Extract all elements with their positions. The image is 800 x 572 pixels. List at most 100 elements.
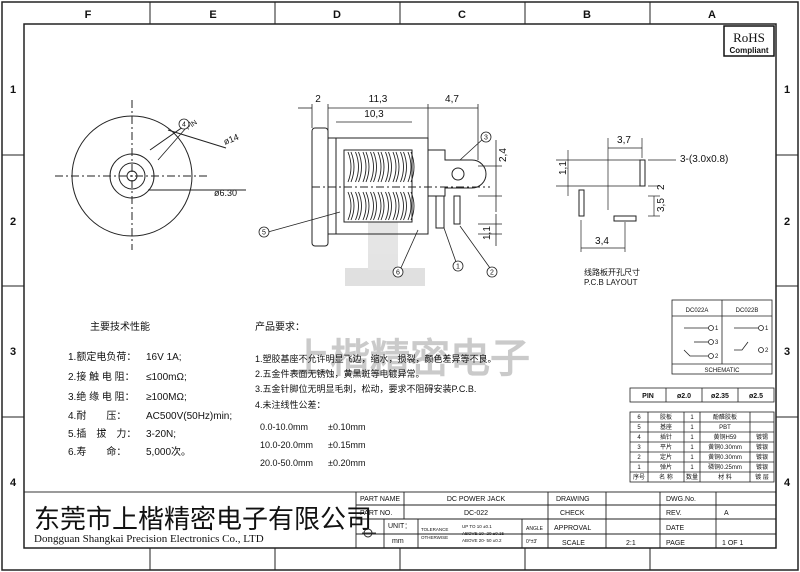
zone-rows: 1 2 3 4 1 2 3 4 bbox=[10, 84, 791, 489]
bom-cell: 1 bbox=[690, 415, 694, 421]
spring-coils bbox=[347, 151, 415, 221]
company-en: Dongguan Shangkai Precision Electronics … bbox=[34, 533, 264, 545]
spring-coil bbox=[370, 191, 377, 221]
bom-cell: 黄铜0.30mm bbox=[708, 453, 742, 461]
date-label: DATE bbox=[666, 525, 684, 532]
bom-header-cell: 序号 bbox=[633, 473, 645, 481]
company-cn: 东莞市上楷精密电子有限公司 bbox=[34, 505, 372, 534]
title-block bbox=[23, 491, 777, 549]
bom-cell: 插针 bbox=[660, 433, 672, 441]
specs: 主要技术性能 1.额定电负荷： 16V 1A; 2.接 触 电 阻： ≤100m… bbox=[68, 320, 232, 458]
dim-phi630: ø6.30 bbox=[214, 188, 237, 198]
zone-col: A bbox=[708, 9, 716, 21]
bom-cell: 黄铜H59 bbox=[713, 433, 737, 441]
part-no: DC-022 bbox=[464, 510, 488, 517]
reqs-title: 产品要求： bbox=[255, 320, 305, 333]
pin-header: PIN bbox=[642, 393, 654, 400]
title-text: 东莞市上楷精密电子有限公司 Dongguan Shangkai Precisio… bbox=[34, 496, 744, 547]
tol-range: 20.0-50.0mm bbox=[260, 458, 313, 468]
spring-coil bbox=[400, 151, 407, 183]
dim-1-1: 1,1 bbox=[482, 226, 493, 240]
pcb-holes: 3-(3.0x0.8) bbox=[680, 154, 728, 165]
dim-11-3: 11,3 bbox=[369, 94, 388, 105]
req-item: 2.五金件表面无锈蚀，黄黑斑等电镀异常。 bbox=[255, 368, 425, 379]
balloon-2 bbox=[486, 266, 498, 278]
zone-col: F bbox=[85, 9, 92, 21]
bom-cell: 1 bbox=[690, 465, 694, 471]
schematic-pin: 2 bbox=[715, 354, 719, 360]
balloon-3 bbox=[480, 131, 492, 143]
spec-value: 5,000次。 bbox=[146, 445, 191, 458]
pcb-layout-en: P.C.B LAYOUT bbox=[584, 278, 638, 287]
spring-coil bbox=[392, 151, 400, 183]
pin-header: ø2.5 bbox=[749, 393, 763, 400]
side-dimensions bbox=[298, 104, 502, 246]
zone-row: 2 bbox=[784, 216, 790, 228]
bom-cell: 镀银 bbox=[756, 463, 768, 471]
requirements: 产品要求： 1.塑胶基座不允许明显飞边，缩水，损裂，颜色差异等不良。 2.五金件… bbox=[255, 320, 497, 468]
rev-label: REV. bbox=[666, 510, 682, 517]
specs-title: 主要技术性能 bbox=[90, 320, 150, 333]
bom-cell: 1 bbox=[690, 455, 694, 461]
zone-col: C bbox=[458, 9, 466, 21]
pcb-layout bbox=[556, 138, 676, 252]
bom-header-cell: 材 料 bbox=[718, 473, 732, 481]
bom-cell: PBT bbox=[719, 425, 731, 431]
bom-cell: 6 bbox=[637, 415, 641, 421]
spring-coil bbox=[362, 191, 370, 221]
bom-header-cell: 数量 bbox=[686, 473, 698, 481]
bom-cell: 镀银 bbox=[756, 443, 768, 451]
tol-value: ±0.10mm bbox=[328, 422, 365, 432]
watermark-text: 上楷精密电子 bbox=[290, 337, 530, 381]
spec-value: AC500V(50Hz)min; bbox=[146, 411, 232, 422]
tolerance-label: TOLERANCE bbox=[421, 527, 448, 532]
schematic-a: DC022A bbox=[686, 308, 709, 314]
spring-coil bbox=[407, 191, 415, 221]
tol-line: UP TO 10 ±0.1 bbox=[462, 524, 492, 529]
balloon-label: 3 bbox=[484, 135, 488, 142]
pin-table bbox=[629, 387, 775, 403]
zone-col: E bbox=[209, 9, 216, 21]
spec-label: 5.插 拔 力： bbox=[68, 427, 136, 440]
spec-label: 1.额定电负荷： bbox=[68, 350, 136, 363]
scale-label: SCALE bbox=[562, 540, 585, 547]
spec-value: 16V 1A; bbox=[146, 352, 182, 363]
spring-coil bbox=[377, 191, 385, 221]
check-label: CHECK bbox=[560, 510, 585, 517]
bom-cell: 黄铜0.30mm bbox=[708, 443, 742, 451]
schematic-box bbox=[671, 299, 773, 375]
drawing-label: DRAWING bbox=[556, 496, 590, 503]
spec-label: 4.耐 压： bbox=[68, 409, 126, 422]
zone-col: D bbox=[333, 9, 341, 21]
rohs-text: RoHS bbox=[733, 30, 765, 45]
pcb-dim-1-1: 1,1 bbox=[558, 161, 569, 175]
spring-coil bbox=[385, 151, 392, 183]
page-label: PAGE bbox=[666, 540, 685, 547]
dwg-label: DWG.No. bbox=[666, 496, 696, 503]
bom-cell: 1 bbox=[690, 435, 694, 441]
spec-label: 3.绝 缘 电 阻： bbox=[68, 390, 135, 403]
pcb-layout-cn: 线路板开孔尺寸 bbox=[584, 267, 640, 277]
unit-label: UNIT： bbox=[388, 523, 411, 530]
balloon-label: 1 bbox=[456, 264, 460, 271]
spec-label: 2.接 触 电 阻： bbox=[68, 370, 135, 383]
bom-cell: 磷铜0.25mm bbox=[708, 463, 742, 471]
zone-row: 1 bbox=[10, 84, 16, 96]
part-no-label: PART NO. bbox=[360, 510, 392, 517]
bom-cell: 1 bbox=[690, 445, 694, 451]
spec-value: ≥100MΩ; bbox=[146, 392, 187, 403]
req-item: 4.未注线性公差： bbox=[255, 399, 326, 410]
rohs-mark: RoHS Compliant bbox=[723, 25, 775, 57]
zone-columns-top: F E D C B A bbox=[85, 9, 716, 21]
spec-value: ≤100mΩ; bbox=[146, 372, 187, 383]
req-item: 3.五金针脚位无明显毛刺，松动，要求不阻碍安装P.C.B. bbox=[255, 383, 476, 394]
dim-2: 2 bbox=[315, 94, 321, 105]
spec-label: 6.寿 命： bbox=[68, 445, 126, 458]
spring-coil bbox=[385, 191, 392, 221]
schematic-pin: 3 bbox=[715, 340, 719, 346]
bom-cell: 1 bbox=[690, 425, 694, 431]
bom-header-cell: 镀 层 bbox=[755, 473, 769, 481]
schematic-label: SCHEMATIC bbox=[705, 368, 741, 374]
